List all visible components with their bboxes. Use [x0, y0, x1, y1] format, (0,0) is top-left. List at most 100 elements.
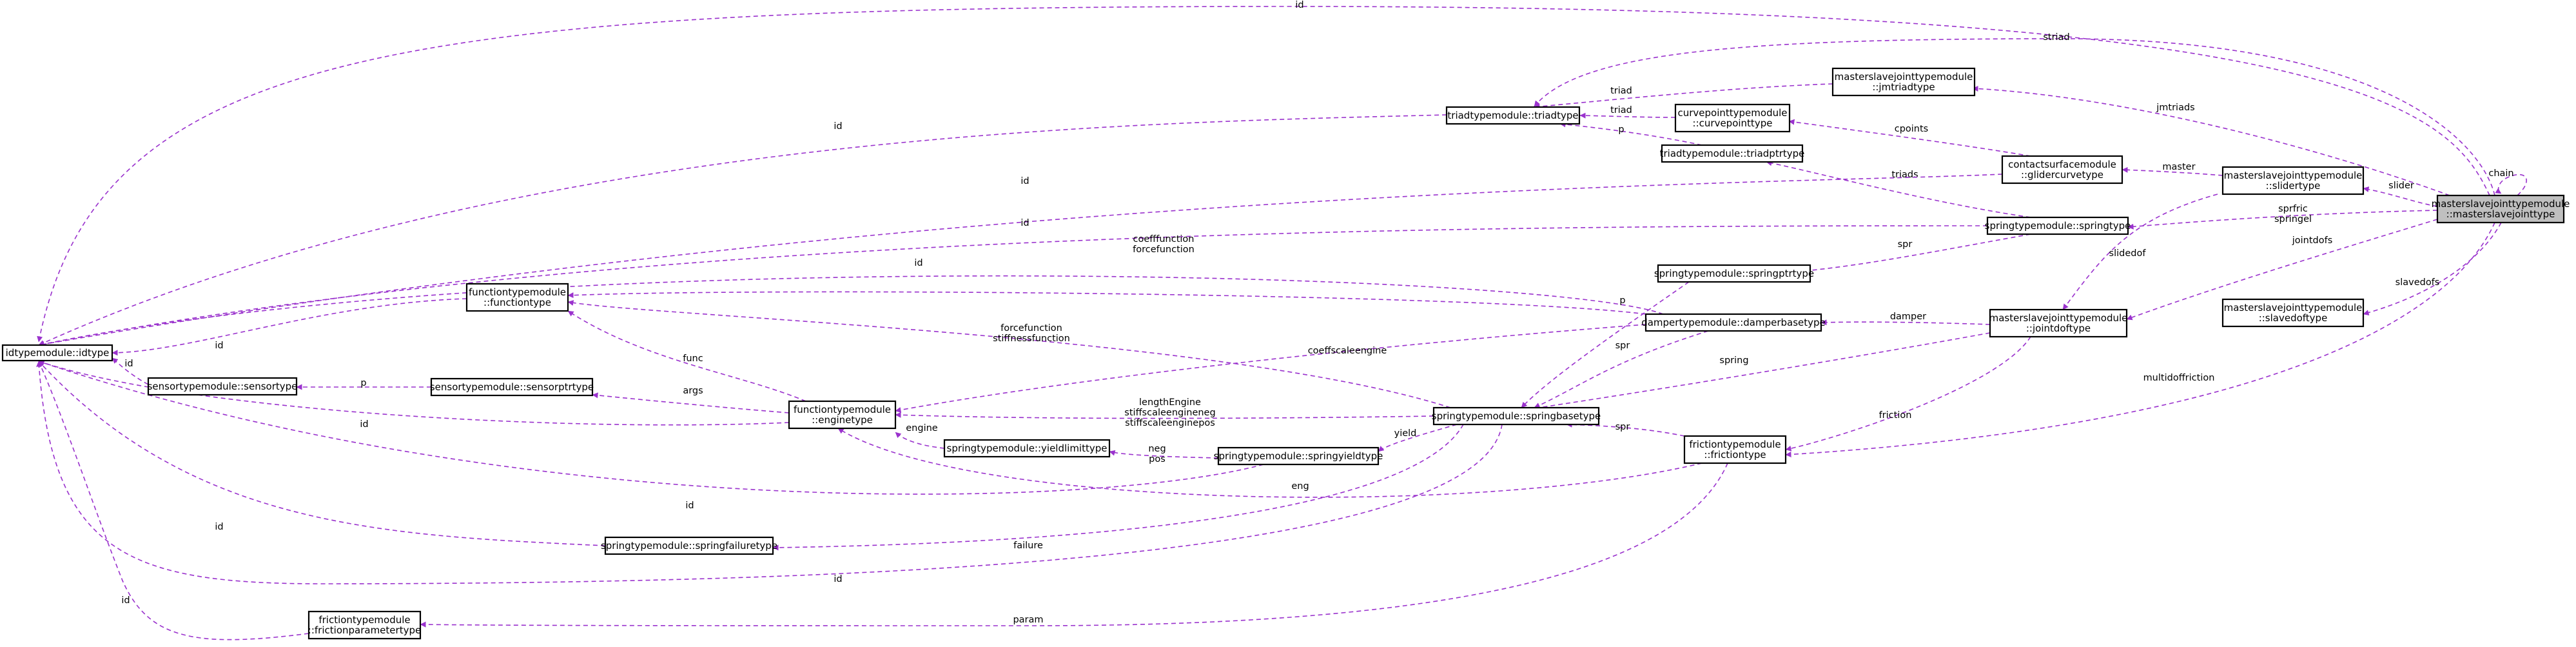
node-frictiontype[interactable]: frictiontypemodule::frictiontype — [1683, 435, 1787, 464]
node-sensortype[interactable]: sensortypemodule::sensortype — [148, 377, 298, 396]
node-springptrtype[interactable]: springtypemodule::springptrtype — [1654, 264, 1814, 283]
edge-p-springptr: p — [1521, 281, 1690, 408]
node-slavedoftype[interactable]: masterslavejointtypemodule::slavedoftype — [2221, 298, 2365, 328]
edge-label: failure — [1013, 541, 1043, 551]
edge-line — [38, 361, 606, 546]
edge-label: coeffscaleengine — [1308, 346, 1387, 356]
node-label: sensortypemodule::sensorptrtype — [430, 381, 594, 393]
edge-spr-damper: spr — [1534, 330, 1709, 408]
node-slidertype[interactable]: masterslavejointtypemodule::slidertype — [2221, 166, 2365, 195]
node-label: functiontypemodule — [794, 404, 891, 415]
node-enginetype[interactable]: functiontypemodule::enginetype — [788, 400, 897, 430]
node-box — [1, 344, 113, 362]
edge-jointdofs: jointdofs — [2126, 219, 2438, 321]
node-msjt[interactable]: masterslavejointtypemodule::masterslavej… — [2432, 194, 2570, 224]
node-box — [307, 610, 422, 640]
edge-id-glider: id — [38, 174, 2003, 347]
node-label: sensortypemodule::sensortype — [148, 381, 298, 392]
edge-line — [38, 114, 1447, 346]
edge-label: slider — [2388, 181, 2414, 191]
edge-line — [2495, 174, 2527, 196]
node-springbasetype[interactable]: springtypemodule::springbasetype — [1432, 406, 1601, 426]
node-yieldlimittype[interactable]: springtypemodule::yieldlimittype — [943, 439, 1111, 458]
node-box — [430, 377, 594, 397]
edge-line — [38, 275, 1664, 347]
edge-id-sensor: id — [112, 357, 149, 385]
node-label: masterslavejointtypemodule — [2224, 302, 2363, 314]
node-springtype[interactable]: springtypemodule::springtype — [1985, 216, 2131, 235]
edge-striad: striad — [1534, 32, 2495, 196]
node-label: ::frictionparametertype — [308, 624, 421, 636]
node-label: triadtypemodule::triadptrtype — [1660, 148, 1805, 159]
edge-label: p — [360, 378, 366, 388]
edge-label: friction — [1879, 410, 1912, 421]
node-idtype[interactable]: idtypemodule::idtype — [1, 344, 113, 362]
edge-line — [567, 291, 1646, 315]
edge-label: spr — [1615, 341, 1630, 351]
node-label: ::jmtriadtype — [1872, 81, 1935, 93]
edge-line — [1972, 85, 2450, 196]
node-glidercurvetype[interactable]: contactsurfacemodule::glidercurvetype — [2001, 155, 2123, 184]
edge-id-top: id — [37, 0, 2490, 343]
edge-chain: chain — [2488, 168, 2527, 196]
node-sensorptrtype[interactable]: sensortypemodule::sensorptrtype — [430, 377, 594, 397]
edge-line — [567, 310, 806, 402]
node-triadptrtype[interactable]: triadtypemodule::triadptrtype — [1660, 144, 1805, 163]
edge-line — [895, 412, 1434, 419]
edge-label: id — [360, 419, 368, 430]
edge-label: engine — [906, 423, 938, 433]
edge-line — [2363, 186, 2438, 207]
edge-label: func — [683, 353, 703, 364]
edge-label: chain — [2488, 168, 2513, 179]
node-box — [2001, 155, 2123, 184]
edge-line — [1109, 450, 1219, 459]
node-box — [1657, 264, 1811, 283]
node-damperbasetype[interactable]: dampertypemodule::damperbasetype — [1641, 313, 1826, 332]
node-jointdoftype[interactable]: masterslavejointtypemodule::jointdoftype — [1989, 308, 2128, 338]
edge-jmtriads: jmtriads — [1972, 85, 2450, 196]
nodes-layer: masterslavejointtypemodule::masterslavej… — [1, 67, 2570, 640]
node-triadtype[interactable]: triadtypemodule::triadtype — [1445, 106, 1581, 125]
edge-line — [2363, 222, 2502, 316]
edge-cpoints: cpoints — [1788, 119, 2031, 157]
edge-slidedof: slidedof — [2062, 194, 2218, 310]
node-frictionparametertype[interactable]: frictiontypemodule::frictionparametertyp… — [307, 610, 422, 640]
node-label: ::slidertype — [2266, 180, 2321, 192]
node-jmtriadtype[interactable]: masterslavejointtypemodule::jmtriadtype — [1831, 67, 1976, 97]
node-curvepointtype[interactable]: curvepointtypemodule::curvepointtype — [1674, 103, 1791, 133]
node-label: dampertypemodule::damperbasetype — [1641, 317, 1826, 328]
edge-line — [567, 300, 1451, 408]
edge-label: args — [683, 386, 703, 396]
node-label: idtypemodule::idtype — [6, 347, 110, 359]
edge-line — [2062, 194, 2218, 310]
node-label: masterslavejointtypemodule — [1835, 71, 1973, 83]
node-box — [1217, 446, 1380, 466]
edge-label: triads — [1891, 170, 1918, 180]
edge-label: coefffunction — [1133, 234, 1195, 244]
node-functiontype[interactable]: functiontypemodule::functiontype — [465, 283, 569, 312]
edge-line — [895, 432, 945, 449]
node-box — [1674, 103, 1791, 133]
edge-eng: eng — [837, 428, 1703, 498]
edge-label: master — [2162, 162, 2195, 172]
node-label: ::curvepointtype — [1693, 117, 1773, 129]
edge-line — [38, 225, 1988, 347]
edge-line — [37, 6, 2490, 343]
edge-line — [2122, 166, 2223, 176]
edge-label: jmtriads — [2156, 103, 2194, 113]
edge-failure: failure — [772, 424, 1464, 551]
edge-label: slidedof — [2109, 248, 2147, 259]
edge-id-spring: id — [38, 218, 1988, 347]
edge-label: spr — [1898, 239, 1913, 250]
edge-label: stiffnessfunction — [993, 333, 1070, 344]
node-label: springtypemodule::springfailuretype — [601, 540, 777, 552]
node-label: masterslavejointtypemodule — [1989, 312, 2128, 324]
node-springyieldtype[interactable]: springtypemodule::springyieldtype — [1214, 446, 1383, 466]
edge-triad-jm: triad — [1534, 83, 1833, 110]
node-label: ::slavedoftype — [2259, 312, 2328, 324]
node-box — [2221, 166, 2365, 195]
edge-label: id — [685, 501, 694, 511]
node-springfailuretype[interactable]: springtypemodule::springfailuretype — [601, 536, 777, 555]
edge-line — [772, 424, 1464, 551]
